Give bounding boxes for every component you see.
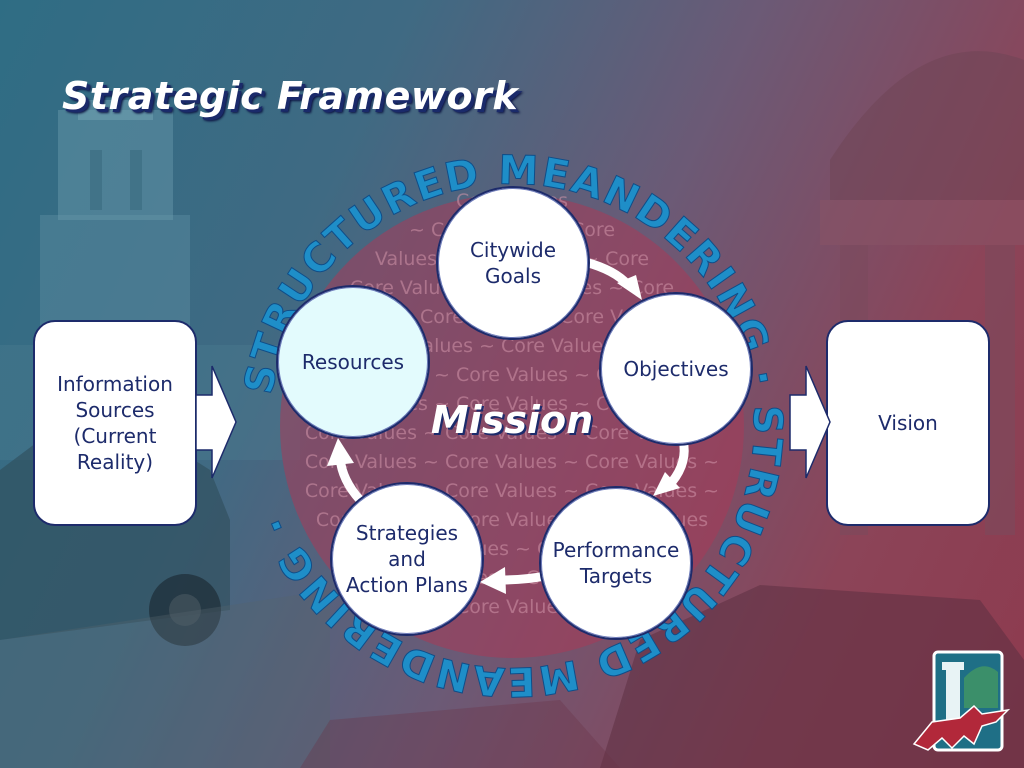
- input-arrow: [195, 365, 237, 479]
- objectives-label: Objectives: [623, 357, 729, 381]
- vision-label: Vision: [878, 411, 938, 435]
- mission-label: Mission: [430, 398, 594, 442]
- citywide-goals-node: Citywide Goals: [436, 186, 590, 340]
- slide-title: Strategic Framework: [62, 74, 519, 118]
- core-values-line: Core Values ~ Core Values ~ Core Values …: [304, 422, 720, 444]
- cycle-arrow-objectives-targets: [668, 439, 689, 485]
- cycle-arrow-strategies-resources: [335, 457, 364, 504]
- vision-box: Vision: [826, 320, 990, 526]
- objectives-node: Objectives: [599, 292, 753, 446]
- cycle-arrowhead-2: [653, 472, 680, 496]
- goals-line-2: Goals: [485, 264, 541, 288]
- cycle-arrowhead-4: [327, 438, 354, 466]
- strategies-line-3: Action Plans: [346, 573, 468, 597]
- cycle-arrow-targets-strategies: [499, 571, 546, 585]
- targets-line-1: Performance: [552, 538, 680, 562]
- city-logo: [912, 650, 1011, 752]
- info-line-1: Information: [57, 372, 173, 396]
- resources-label: Resources: [301, 350, 405, 374]
- info-line-3: (Current: [73, 424, 157, 448]
- resources-node: Resources: [276, 285, 430, 439]
- strategies-line-2: and: [388, 547, 426, 571]
- output-arrow: [789, 365, 831, 479]
- cycle-arrowhead-3: [480, 567, 506, 594]
- goals-line-1: Citywide: [469, 238, 557, 262]
- cycle-arrowhead-1: [617, 275, 642, 300]
- information-sources-box: Information Sources (Current Reality): [33, 320, 197, 526]
- core-values-line: Core Values: [455, 596, 569, 618]
- strategies-line-1: Strategies: [355, 521, 459, 545]
- info-line-2: Sources: [75, 398, 155, 422]
- fox-icon: [912, 704, 1011, 751]
- info-line-4: Reality): [76, 450, 154, 474]
- core-values-line: Core Values ~ Core Values ~ Core Values …: [304, 451, 720, 473]
- targets-line-2: Targets: [579, 564, 653, 588]
- performance-targets-node: Performance Targets: [539, 486, 693, 640]
- strategies-node: Strategies and Action Plans: [330, 482, 484, 636]
